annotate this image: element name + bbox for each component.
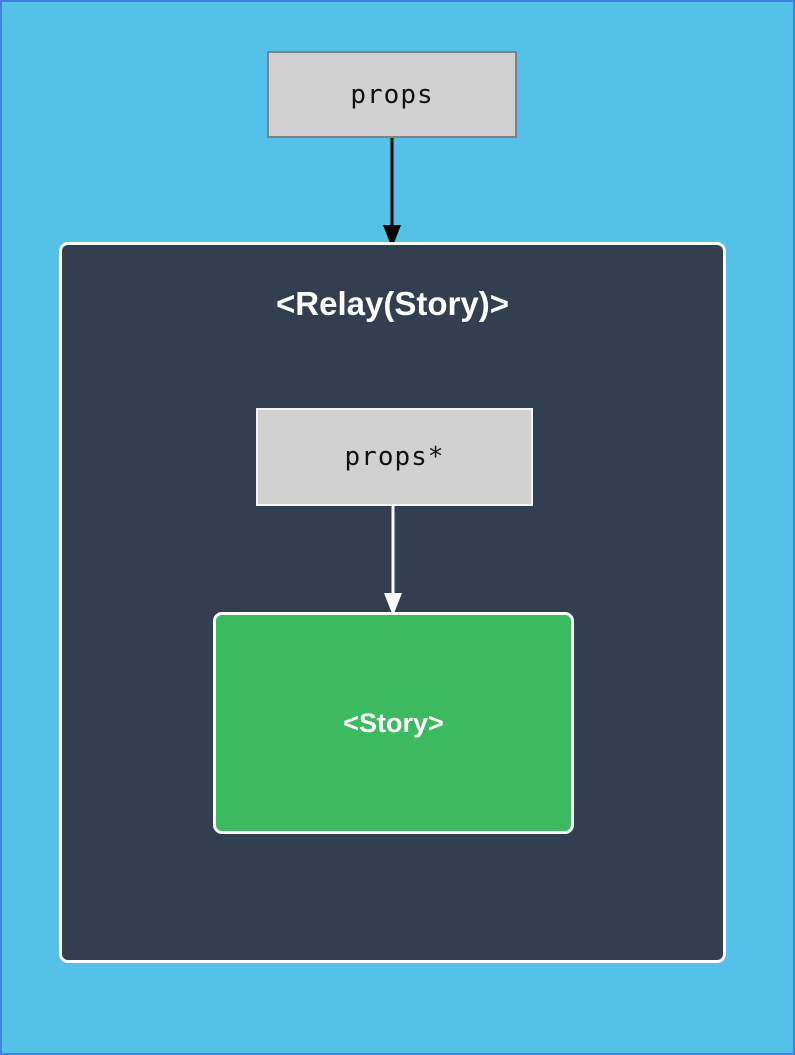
props-star-node: props* — [256, 408, 533, 506]
relay-container-node: <Relay(Story)> props* <Story> — [59, 242, 726, 963]
relay-container-title: <Relay(Story)> — [276, 285, 509, 322]
story-node-label: <Story> — [343, 707, 444, 738]
props-node: props — [267, 51, 517, 138]
props-to-relay-arrow-icon — [383, 138, 401, 248]
props-star-to-story-arrow-icon — [384, 506, 402, 616]
story-node: <Story> — [213, 612, 574, 834]
props-star-node-label: props* — [344, 442, 445, 472]
props-node-label: props — [350, 79, 434, 110]
